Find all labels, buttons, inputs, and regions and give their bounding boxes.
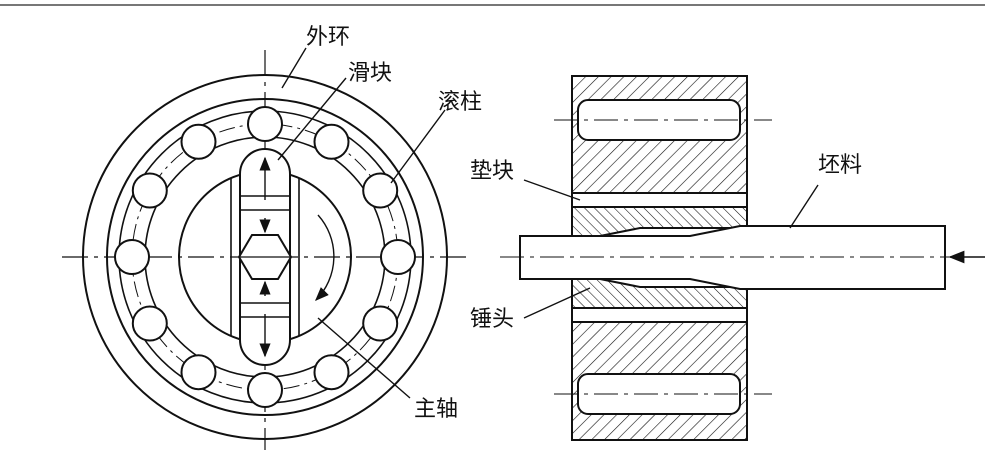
outer-ring-inner-circle bbox=[106, 98, 424, 416]
section-view bbox=[500, 75, 985, 441]
shim-bottom bbox=[571, 307, 748, 323]
roller bbox=[362, 305, 399, 342]
label-spindle: 主轴 bbox=[414, 397, 458, 422]
label-slider: 滑块 bbox=[348, 61, 392, 86]
roller bbox=[247, 372, 283, 408]
label-outer-ring: 外环 bbox=[306, 25, 350, 50]
outer-ring-outer-circle bbox=[82, 74, 448, 440]
roller bbox=[362, 172, 399, 209]
roller bbox=[131, 172, 168, 209]
label-roller: 滚柱 bbox=[438, 90, 482, 115]
roller bbox=[180, 354, 217, 391]
leader-blank bbox=[789, 184, 819, 229]
label-shim: 垫块 bbox=[470, 159, 514, 184]
leader-hammer bbox=[523, 287, 591, 319]
roller bbox=[380, 239, 416, 275]
shim-top bbox=[571, 192, 748, 208]
leader-outer-ring bbox=[281, 47, 307, 89]
label-hammer: 锤头 bbox=[470, 307, 514, 332]
leader-shim bbox=[523, 179, 581, 201]
roller bbox=[131, 305, 168, 342]
rotation-arrow bbox=[315, 214, 335, 301]
label-blank: 坯料 bbox=[818, 153, 862, 178]
roller bbox=[313, 123, 350, 160]
roller bbox=[180, 123, 217, 160]
leader-roller bbox=[390, 109, 446, 184]
leader-slider bbox=[277, 77, 347, 161]
roller bbox=[313, 354, 350, 391]
leader-spindle bbox=[317, 317, 411, 399]
roller bbox=[114, 239, 150, 275]
end-view bbox=[62, 47, 468, 450]
rollers bbox=[114, 106, 416, 408]
roller bbox=[247, 106, 283, 142]
